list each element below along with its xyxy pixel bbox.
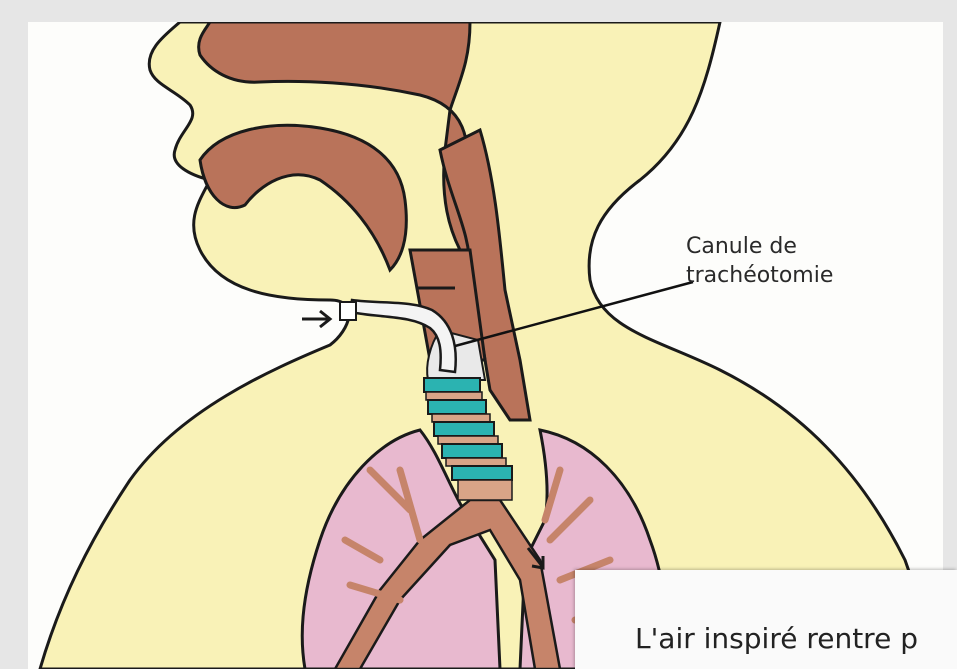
arrow-in-icon: [302, 311, 330, 327]
cannula-label: Canule de trachéotomie: [686, 232, 926, 290]
caption-text: L'air inspiré rentre p: [635, 622, 918, 655]
cannula-label-line2: trachéotomie: [686, 261, 926, 290]
caption-box: L'air inspiré rentre p: [575, 570, 957, 669]
cannula-label-line1: Canule de: [686, 232, 926, 261]
